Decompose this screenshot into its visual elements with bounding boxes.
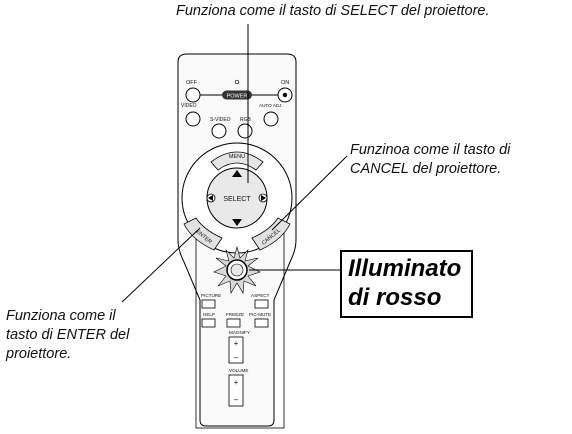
callout-cancel-line2: CANCEL del proiettore. xyxy=(350,161,502,177)
callout-enter-line2: tasto di ENTER del xyxy=(6,327,130,343)
illuminated-red-line1: Illuminato xyxy=(348,255,462,282)
video-button[interactable] xyxy=(185,111,201,127)
right-arrow-icon xyxy=(261,195,266,201)
video-label: VIDEO xyxy=(181,103,197,109)
picture-button[interactable] xyxy=(201,299,216,309)
auto-adj-label: AUTO ADJ. xyxy=(259,103,283,108)
freeze-button[interactable] xyxy=(226,318,241,328)
svideo-label: S-VIDEO xyxy=(210,117,231,123)
aspect-button[interactable] xyxy=(254,299,269,309)
picture-label: PICTURE xyxy=(201,293,221,298)
leader-line-enter xyxy=(121,227,201,303)
power-label-pill xyxy=(222,90,252,100)
volume-minus-label: – xyxy=(234,395,239,404)
help-label: HELP xyxy=(203,312,215,317)
auto-adj-button[interactable] xyxy=(263,111,279,127)
enter-button[interactable] xyxy=(183,217,223,251)
off-label: OFF xyxy=(186,80,198,86)
volume-label: VOLUME xyxy=(229,368,248,373)
callout-cancel-line1: Funzinoa come il tasto di xyxy=(350,142,511,158)
cancel-button[interactable] xyxy=(251,217,291,251)
rgb-button[interactable] xyxy=(237,123,253,139)
freeze-label: FREEZE xyxy=(226,312,244,317)
rgb-label: RGB xyxy=(240,117,252,123)
power-indicator-icon xyxy=(234,79,240,85)
magnify-minus-label: – xyxy=(234,353,239,362)
help-button[interactable] xyxy=(201,318,216,328)
pic-mute-label: PIC-MUTE xyxy=(249,312,271,317)
callout-enter-line3: proiettore. xyxy=(6,346,72,362)
aspect-label: ASPECT xyxy=(251,293,270,298)
left-arrow-icon xyxy=(208,195,213,201)
menu-button[interactable] xyxy=(210,151,264,171)
power-off-button[interactable] xyxy=(185,87,201,103)
leader-line-cancel xyxy=(271,155,348,231)
up-arrow-icon xyxy=(232,170,242,177)
callout-cancel: Funzinoa come il tasto di CANCEL del pro… xyxy=(350,141,510,179)
pic-mute-button[interactable] xyxy=(254,318,269,328)
svideo-button[interactable] xyxy=(211,123,227,139)
illuminated-red-callout: Illuminato di rosso xyxy=(340,250,473,318)
select-label: SELECT xyxy=(223,196,251,203)
down-arrow-icon xyxy=(232,219,242,226)
on-label: ON xyxy=(281,80,289,86)
callout-select: Funziona come il tasto di SELECT del pro… xyxy=(176,3,490,19)
illuminated-button-core xyxy=(230,263,244,277)
magnify-rocker[interactable] xyxy=(228,336,244,364)
callout-enter: Funziona come il tasto di ENTER del proi… xyxy=(6,307,129,364)
callout-enter-line1: Funziona come il xyxy=(6,308,116,324)
illuminated-red-line2: di rosso xyxy=(348,284,442,311)
power-label: POWER xyxy=(227,94,248,100)
power-on-dot-icon xyxy=(282,92,288,98)
volume-rocker[interactable] xyxy=(228,374,244,407)
magnify-plus-label: + xyxy=(234,339,239,348)
menu-label: MENU xyxy=(229,154,245,160)
volume-plus-label: + xyxy=(234,378,239,387)
magnify-label: MAGNIFY xyxy=(229,330,250,335)
